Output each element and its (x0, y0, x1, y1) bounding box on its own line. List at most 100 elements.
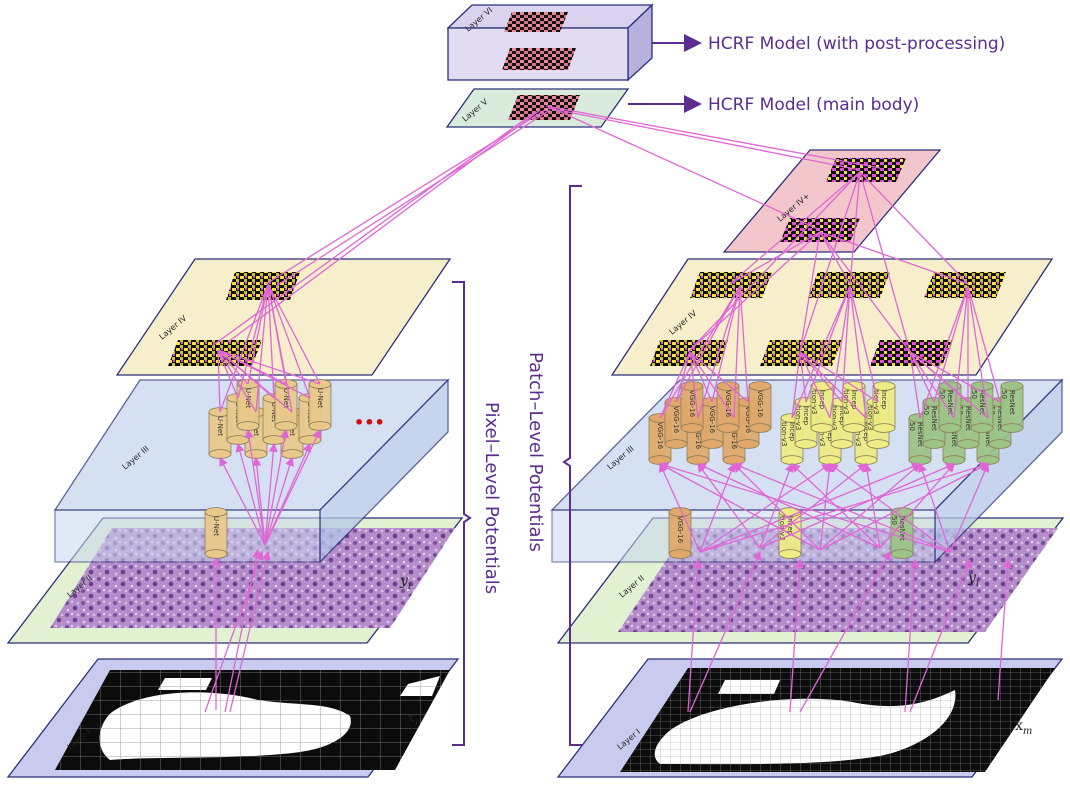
connection-line (658, 463, 821, 551)
connection-line (759, 462, 956, 549)
connection-line (949, 462, 990, 553)
left-x-symbol: xi (407, 710, 418, 729)
vgg16-cylinder-label: VGG-16 (656, 422, 664, 450)
inception-cylinder-label: Inception-v3 (842, 390, 858, 414)
right-y-symbol: yi (967, 570, 979, 589)
connection-line (219, 456, 266, 546)
connection-line (267, 283, 321, 385)
connection-line (799, 351, 867, 419)
inception-cylinder-label: Inception-v3 (780, 422, 796, 446)
vgg16-cylinder-label: VGG-16 (708, 406, 716, 434)
resnet50-cylinder-label: ResNet50 (1000, 390, 1016, 415)
connection-line (819, 463, 921, 551)
connection-line (859, 171, 969, 285)
right-layer4-plane: Layer IV (610, 258, 1054, 376)
connection-line (267, 283, 287, 385)
connection-line (217, 349, 257, 413)
connection-line (732, 462, 951, 553)
connection-line (729, 231, 821, 285)
resnet50-cylinder-label: ResNet50 (908, 422, 924, 447)
connection-line (689, 351, 699, 419)
connection-line (729, 171, 861, 285)
resnet50-cylinder-label: ResNet50 (922, 406, 938, 431)
connection-line (699, 461, 990, 553)
resnet50-cylinder: ResNet50 (970, 381, 994, 433)
vgg16-cylinder-label: VGG-16 (694, 422, 702, 450)
connection-line (805, 285, 851, 403)
unet-cylinder-label: U-Net (316, 388, 324, 408)
connection-line (275, 109, 551, 287)
inception-cylinder-label: Inception-v3 (818, 422, 834, 446)
connection-line (819, 462, 834, 551)
connection-line (909, 558, 972, 713)
inception-cylinder-label: Inception-v3 (794, 406, 810, 430)
connection-line (918, 462, 951, 553)
vgg16-cylinder-base: VGG-16 (668, 507, 692, 559)
connection-line (675, 351, 691, 403)
connection-line (909, 351, 969, 403)
connection-line (697, 285, 741, 419)
connection-line (849, 285, 879, 403)
connection-line (849, 171, 861, 285)
connection-line (739, 285, 749, 403)
connection-line (909, 351, 921, 419)
vgg16-cylinder-label: VGG-16 (688, 390, 696, 418)
connection-line (217, 349, 221, 413)
inception-cylinder: Inception-v3 (842, 381, 866, 433)
connection-line (828, 463, 951, 553)
connection-line (658, 461, 951, 553)
connection-line (909, 351, 1001, 403)
pixel-level-bracket (452, 281, 472, 746)
connection-line (799, 351, 831, 419)
inception-cylinder-base-label: Inception-v3 (778, 516, 794, 540)
right-layer1-plane: Layer I xm (556, 658, 1064, 778)
connection-line (799, 171, 861, 353)
connection-line (819, 231, 969, 285)
connection-line (799, 231, 821, 353)
connection-line (264, 428, 290, 546)
connection-line (919, 285, 969, 419)
connection-line (819, 463, 990, 551)
unet-cylinder-base-label: U-Net (212, 516, 220, 536)
connection-line (997, 558, 1012, 701)
unet-cylinder-label: U-Net (216, 416, 224, 436)
connection-line (711, 285, 741, 403)
resnet50-cylinder: ResNet50 (1000, 381, 1024, 433)
connection-line (265, 109, 546, 285)
connection-line (967, 285, 989, 419)
connection-lines (204, 105, 1012, 713)
inception-cylinder-label: Inception-v3 (854, 422, 870, 446)
connection-line (909, 351, 955, 419)
unet-cylinder-label: U-Net (270, 402, 278, 422)
connection-line (659, 351, 691, 419)
connection-line (687, 231, 821, 353)
connection-line (733, 285, 741, 419)
connection-line (799, 351, 843, 403)
patch-level-label: Patch–Level Potentials (525, 352, 546, 552)
connection-line (789, 558, 805, 713)
layer6-box: Layer VI (446, 3, 654, 82)
inception-cylinder: Inception-v3 (872, 381, 896, 433)
resnet50-cylinder-label: ResNet50 (970, 390, 986, 415)
connection-line (904, 558, 920, 713)
unet-cylinder: U-Net (274, 379, 298, 431)
unet-cylinder-label: U-Net (282, 388, 290, 408)
connection-line (799, 351, 879, 403)
connection-line (799, 550, 891, 713)
inception-cylinder-label: Inception-v3 (830, 406, 846, 430)
connection-line (791, 351, 801, 419)
inception-cylinder: Inception-v3 (810, 381, 834, 433)
connection-line (264, 442, 278, 546)
post-output-label: HCRF Model (with post-processing) (708, 34, 1005, 54)
connection-line (204, 550, 264, 713)
connection-line (217, 349, 275, 399)
connection-line (545, 105, 881, 169)
connection-line (733, 463, 821, 551)
connection-line (551, 107, 821, 231)
connection-line (217, 349, 239, 399)
connection-line (264, 456, 295, 546)
left-layer1-plane: Layer I xi (6, 658, 460, 778)
connection-line (547, 107, 861, 171)
